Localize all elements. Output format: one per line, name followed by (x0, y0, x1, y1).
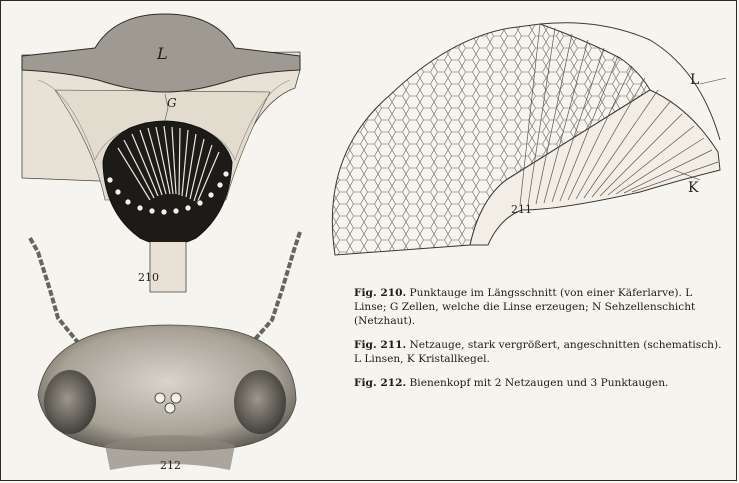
caption-fig212-text: Bienenkopf mit 2 Netzaugen und 3 Punktau… (410, 377, 669, 389)
fig210-label-cells: G (167, 96, 177, 110)
caption-block: Fig. 210. Punktauge im Längsschnitt (von… (354, 286, 726, 400)
fig211-number: 211 (511, 203, 532, 216)
caption-fig212: Fig. 212. Bienenkopf mit 2 Netzaugen und… (354, 376, 726, 390)
fig211-label-crystal-cone: K (688, 180, 698, 196)
fig211-drawing (332, 23, 726, 255)
fig210-label-lens: L (157, 44, 168, 63)
fig211-label-lens: L (690, 72, 699, 88)
caption-fig210-text: Punktauge im Längsschnitt (von einer Käf… (354, 287, 695, 327)
caption-fig210: Fig. 210. Punktauge im Längsschnitt (von… (354, 286, 726, 328)
caption-fig212-number: Fig. 212. (354, 377, 406, 389)
fig212-number: 212 (160, 459, 181, 472)
caption-fig211: Fig. 211. Netzauge, stark vergrößert, an… (354, 338, 726, 366)
caption-fig211-number: Fig. 211. (354, 339, 406, 351)
fig210-number: 210 (138, 271, 159, 284)
caption-fig211-text: Netzauge, stark vergrößert, angeschnitte… (354, 339, 721, 365)
caption-fig210-number: Fig. 210. (354, 287, 406, 299)
